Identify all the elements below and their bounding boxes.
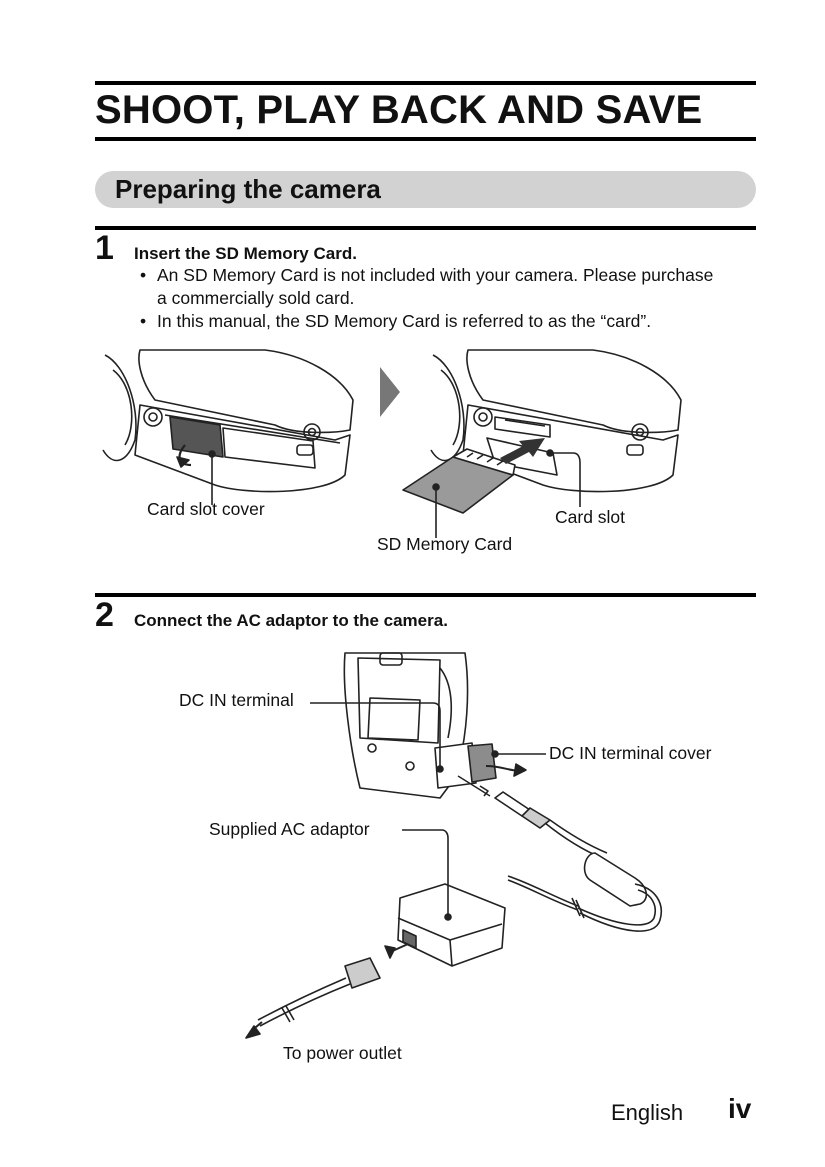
page-title: SHOOT, PLAY BACK AND SAVE: [95, 88, 703, 132]
step-2-rule: [95, 593, 756, 597]
footer-language: English: [611, 1100, 684, 1125]
card-slot-label: Card slot: [555, 507, 626, 527]
step-1-bullet-2: • In this manual, the SD Memory Card is …: [140, 310, 720, 333]
title-top-rule: [95, 81, 756, 85]
supplied-ac-adaptor-leader: [402, 829, 449, 916]
sd-memory-card-label: SD Memory Card: [377, 534, 513, 554]
step-1-rule: [95, 226, 756, 230]
camera-open-slot-drawing: [402, 349, 682, 514]
dc-in-terminal-label: DC IN terminal: [179, 690, 294, 710]
dc-in-terminal-cover-label: DC IN terminal cover: [549, 743, 712, 763]
title-bottom-rule: [95, 137, 756, 141]
step-2-number: 2: [95, 596, 114, 634]
sequence-arrow-icon: [380, 367, 400, 417]
camera-side-drawing: [343, 652, 527, 799]
card-slot-leader: [550, 452, 581, 507]
bullet-glyph: •: [140, 311, 147, 331]
step-1-heading: Insert the SD Memory Card.: [134, 244, 357, 263]
step-2-illustration: [245, 652, 662, 1039]
ac-adaptor-drawing: [397, 883, 506, 967]
step-1-number: 1: [95, 229, 114, 267]
card-slot-cover-label: Card slot cover: [147, 499, 265, 519]
dc-in-terminal-leader: [310, 702, 441, 768]
step-2-heading: Connect the AC adaptor to the camera.: [134, 611, 448, 630]
step-1-illustration: [102, 349, 682, 538]
bullet-text: In this manual, the SD Memory Card is re…: [157, 311, 652, 331]
to-power-outlet-label: To power outlet: [283, 1043, 402, 1063]
section-header-bar: [95, 171, 756, 208]
supplied-ac-adaptor-label: Supplied AC adaptor: [209, 819, 370, 839]
camera-closed-cover-drawing: [102, 349, 354, 493]
bullet-glyph: •: [140, 265, 147, 285]
footer-page-number: iv: [728, 1093, 752, 1124]
section-title: Preparing the camera: [115, 174, 381, 204]
step-1-bullet-1: • An SD Memory Card is not included with…: [140, 264, 720, 310]
bullet-text: An SD Memory Card is not included with y…: [157, 265, 714, 308]
